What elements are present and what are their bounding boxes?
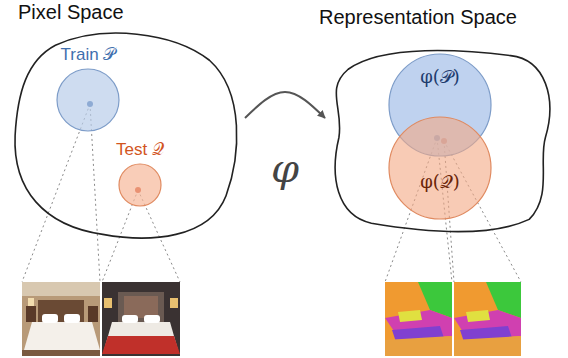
test-normal-map: [454, 282, 521, 356]
leader-lines: [22, 104, 521, 282]
photo-ceiling: [22, 282, 100, 296]
normal-map-floor: [385, 336, 452, 356]
circle-outline: [57, 69, 119, 131]
mapping-symbol: φ: [268, 146, 302, 190]
photo-nightstand: [26, 306, 36, 322]
photo-pillow: [122, 315, 138, 323]
embedding-circle: φ(𝒬): [388, 116, 492, 220]
distribution-label: Train 𝒫: [61, 45, 116, 65]
normal-map-ground: [454, 282, 521, 356]
circle-outline: [56, 68, 120, 132]
distribution-label: Test 𝒬: [116, 140, 164, 160]
normal-map-ground: [385, 282, 452, 356]
space-region: Representation Spaceφ(𝒫)φ(𝒬): [325, 40, 557, 235]
photo-blanket: [102, 336, 180, 354]
test-photo: [102, 282, 180, 356]
normal-map-pillow: [398, 310, 422, 322]
circle-outline: [388, 116, 492, 220]
train-normal-map: [385, 282, 452, 356]
normal-map-floor: [454, 336, 521, 356]
photo-nightstand: [88, 306, 98, 322]
space-heading: Representation Space: [319, 6, 517, 29]
photo-wall: [22, 282, 100, 356]
leader-line: [22, 104, 90, 282]
region-outline: [335, 51, 550, 232]
photo-lamp: [170, 298, 178, 308]
photo-pillow: [42, 314, 58, 323]
circle-outline: [118, 163, 162, 207]
circle-outline: [119, 164, 161, 206]
photo-lamp: [28, 298, 34, 306]
photo-lamp: [104, 298, 112, 308]
photo-panel: [124, 296, 158, 318]
region-outline: [15, 33, 237, 238]
photo-bed: [24, 322, 100, 350]
train-photo: [22, 282, 100, 356]
photo-headboard: [118, 292, 164, 322]
distribution-circle: Train 𝒫: [56, 68, 120, 132]
photo-pillow: [144, 315, 160, 323]
photo-headboard: [38, 300, 84, 322]
region-outline: [8, 28, 245, 243]
space-region: Pixel SpaceTrain 𝒫Test 𝒬: [8, 28, 245, 243]
distribution-circle: Test 𝒬: [118, 163, 162, 207]
circle-outline: [389, 117, 491, 219]
normal-map-pillow: [466, 310, 490, 322]
mapping-arrow: [245, 92, 325, 118]
photo-floor: [22, 350, 100, 356]
photo-wall: [102, 282, 180, 356]
photo-pillow: [64, 314, 80, 323]
distribution-label: φ(𝒫): [420, 67, 460, 88]
space-heading: Pixel Space: [18, 1, 124, 24]
distribution-label: φ(𝒬): [420, 172, 460, 193]
